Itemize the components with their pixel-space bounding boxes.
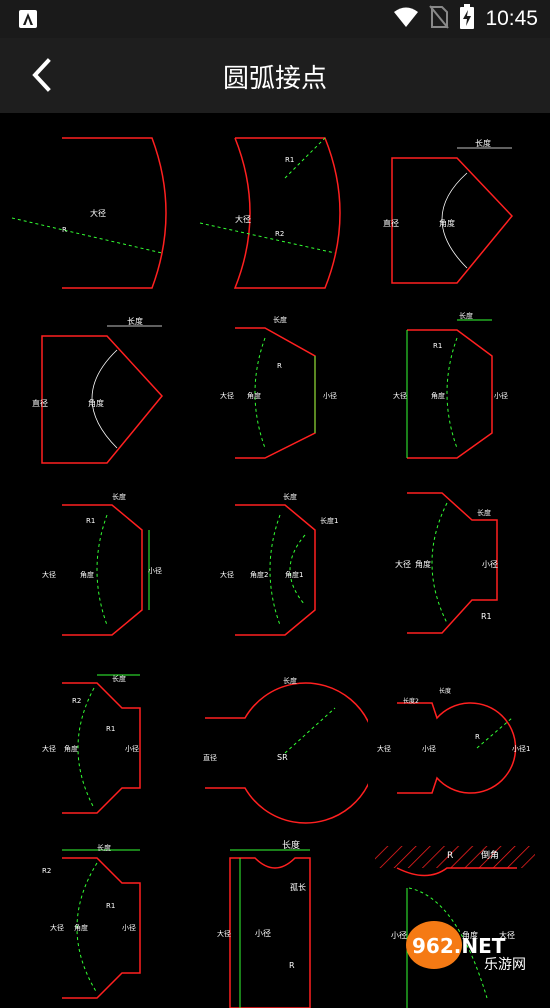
svg-text:小径: 小径 (422, 744, 436, 753)
svg-text:直径: 直径 (383, 218, 399, 228)
svg-text:角度: 角度 (431, 391, 445, 400)
clock-time: 10:45 (485, 7, 538, 30)
diagram-item-4[interactable]: 长度 直径 角度 (2, 308, 185, 478)
svg-text:角度1: 角度1 (285, 570, 303, 579)
chevron-left-icon (32, 58, 51, 92)
svg-text:角度: 角度 (74, 923, 88, 932)
svg-text:长度: 长度 (439, 687, 451, 695)
svg-text:乐游网: 乐游网 (484, 957, 526, 973)
svg-text:长度: 长度 (282, 839, 300, 851)
svg-text:角度2: 角度2 (250, 570, 268, 579)
svg-text:倒角: 倒角 (481, 849, 499, 861)
diagram-item-1[interactable]: 大径 R (2, 128, 185, 298)
svg-text:角度: 角度 (415, 559, 431, 569)
diagram-item-2[interactable]: 大径 R1 R2 (185, 128, 368, 298)
svg-text:长度: 长度 (475, 138, 491, 148)
svg-text:大径: 大径 (217, 929, 231, 938)
svg-text:长度1: 长度1 (320, 516, 338, 525)
diagram-item-3[interactable]: 长度 直径 角度 (367, 128, 550, 298)
svg-text:R: R (447, 851, 453, 861)
svg-text:R1: R1 (433, 342, 442, 350)
svg-text:小径1: 小径1 (512, 744, 530, 753)
svg-text:小径: 小径 (122, 923, 136, 932)
svg-text:R1: R1 (481, 612, 492, 621)
status-bar: 10:45 (0, 0, 550, 38)
diagram-item-6[interactable]: 长度 大径 角度 小径 R1 (367, 308, 550, 478)
diagram-item-9[interactable]: 长度 大径 角度 小径 R1 (367, 485, 550, 655)
diagram-item-13[interactable]: 长度 R2 R1 大径 角度 小径 (2, 838, 185, 1008)
svg-text:R: R (289, 961, 295, 970)
svg-text:长度2: 长度2 (403, 697, 419, 705)
svg-text:角度: 角度 (80, 570, 94, 579)
svg-text:长度: 长度 (112, 674, 126, 683)
svg-text:R2: R2 (72, 697, 81, 705)
svg-text:大径: 大径 (235, 214, 251, 224)
svg-text:R: R (62, 226, 67, 234)
svg-text:大径: 大径 (50, 923, 64, 932)
svg-text:角度: 角度 (247, 391, 261, 400)
svg-text:长度: 长度 (127, 316, 143, 326)
svg-text:大径: 大径 (42, 744, 56, 753)
svg-text:R1: R1 (285, 156, 294, 164)
svg-text:R: R (277, 362, 282, 370)
svg-text:孤长: 孤长 (290, 882, 306, 892)
diagram-item-10[interactable]: 长度 R2 R1 大径 角度 小径 (2, 663, 185, 833)
svg-text:小径: 小径 (391, 930, 407, 940)
diagram-grid: 大径 R 大径 R1 R2 长度 直径 角度 长度 直径 (0, 113, 550, 1008)
svg-text:角度: 角度 (439, 218, 455, 228)
svg-text:小径: 小径 (148, 566, 162, 575)
svg-text:长度: 长度 (97, 843, 111, 852)
svg-text:长度: 长度 (477, 508, 491, 517)
diagram-item-14[interactable]: 长度 孤长 大径 小径 R (185, 838, 368, 1008)
svg-text:长度: 长度 (112, 492, 126, 501)
svg-text:小径: 小径 (125, 744, 139, 753)
svg-text:R1: R1 (106, 725, 115, 733)
svg-text:长度: 长度 (283, 492, 297, 501)
svg-text:小径: 小径 (482, 559, 498, 569)
svg-text:大径: 大径 (377, 744, 391, 753)
svg-text:大径: 大径 (499, 930, 515, 940)
watermark-logo: 962.NET 乐游网 (404, 917, 544, 975)
svg-text:R1: R1 (106, 902, 115, 910)
svg-text:小径: 小径 (323, 391, 337, 400)
svg-text:R2: R2 (42, 867, 51, 875)
diagram-item-8[interactable]: 长度 大径 角度2 角度1 长度1 (185, 485, 368, 655)
app-bar: 圆弧接点 (0, 38, 550, 113)
svg-text:小径: 小径 (494, 391, 508, 400)
svg-text:SR: SR (277, 753, 288, 762)
svg-text:直径: 直径 (203, 753, 217, 762)
svg-text:962.NET: 962.NET (412, 934, 506, 958)
svg-text:大径: 大径 (90, 208, 106, 218)
diagram-item-12[interactable]: 长度 长度2 大径 小径 R 小径1 (367, 663, 550, 833)
svg-text:角度: 角度 (462, 930, 478, 940)
svg-text:大径: 大径 (220, 391, 234, 400)
svg-text:角度: 角度 (88, 398, 104, 408)
app-notification-icon (18, 9, 38, 29)
svg-text:长度: 长度 (283, 676, 297, 685)
svg-text:小径: 小径 (255, 928, 271, 938)
diagram-item-5[interactable]: 长度 大径 角度 小径 R (185, 308, 368, 478)
svg-text:R1: R1 (86, 517, 95, 525)
svg-text:R: R (475, 733, 480, 741)
svg-text:大径: 大径 (42, 570, 56, 579)
svg-text:角度: 角度 (64, 744, 78, 753)
back-button[interactable] (18, 52, 64, 98)
svg-text:直径: 直径 (32, 398, 48, 408)
diagram-item-7[interactable]: 长度 大径 角度 小径 R1 (2, 485, 185, 655)
page-title: 圆弧接点 (222, 63, 327, 93)
svg-text:大径: 大径 (220, 570, 234, 579)
battery-charging-icon (459, 3, 475, 35)
wifi-icon (393, 6, 419, 33)
svg-text:长度: 长度 (459, 311, 473, 320)
svg-text:长度: 长度 (273, 315, 287, 324)
svg-text:R2: R2 (275, 230, 284, 238)
no-sim-icon (429, 4, 450, 34)
svg-text:大径: 大径 (393, 391, 407, 400)
diagram-item-11[interactable]: 长度 直径 SR (185, 663, 368, 833)
svg-text:大径: 大径 (395, 559, 411, 569)
